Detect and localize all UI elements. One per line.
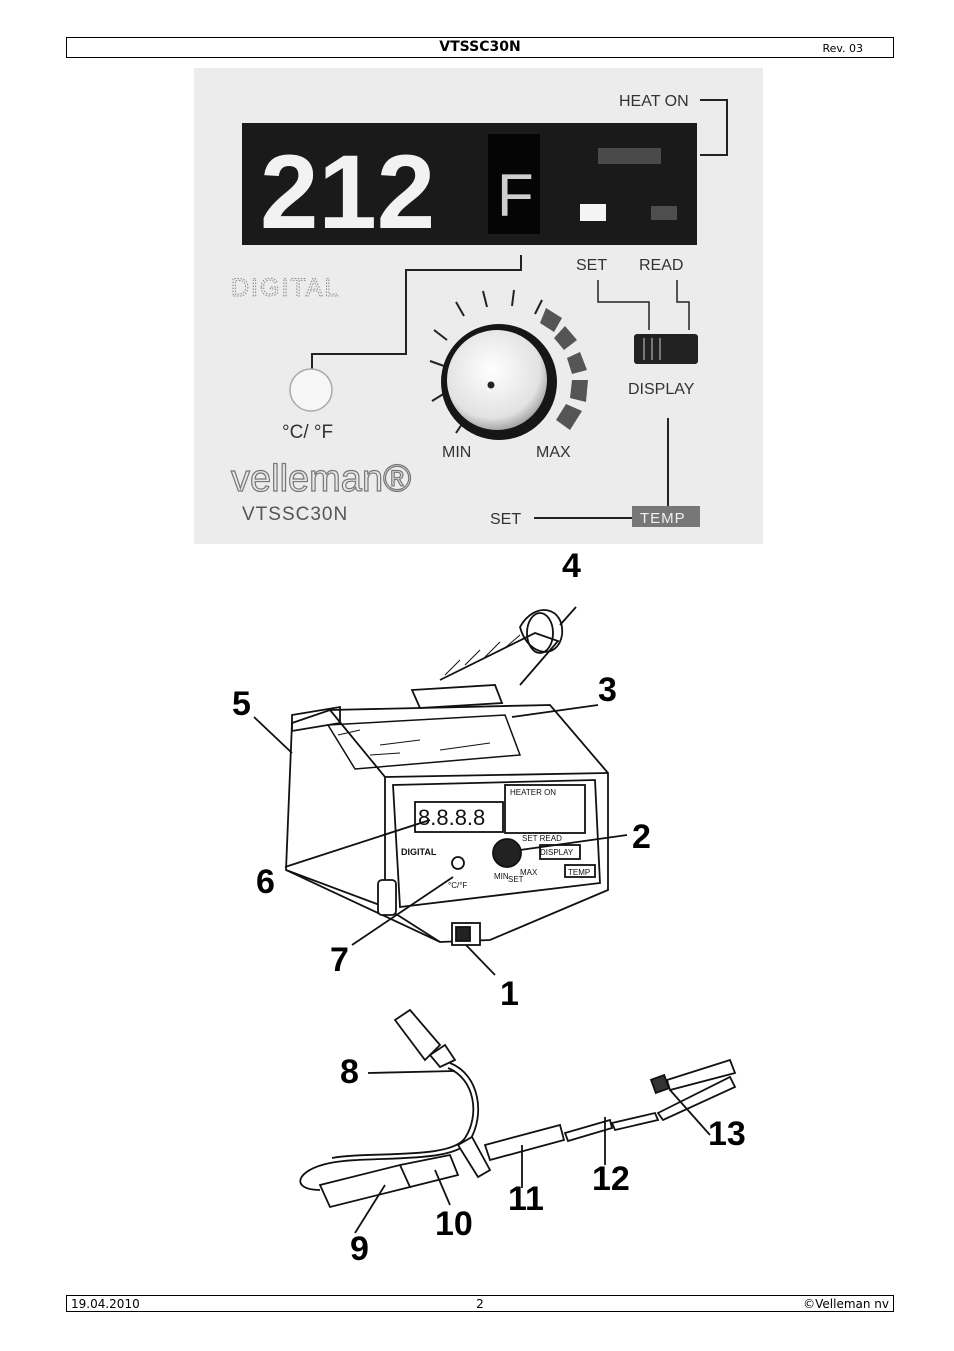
callout-12: 12: [592, 1160, 630, 1198]
temp-label: TEMP: [640, 510, 686, 527]
callout-1: 1: [500, 975, 519, 1010]
station-temp-label: TEMP: [568, 868, 590, 877]
copyright: ©Velleman nv: [803, 1297, 889, 1311]
station-digital-label: DIGITAL: [401, 847, 437, 857]
unit-toggle-label: °C/ °F: [282, 422, 333, 443]
page-footer: 19.04.2010 2 ©Velleman nv: [66, 1295, 894, 1312]
callout-7: 7: [330, 941, 349, 979]
set-read-label: SET READ: [522, 834, 562, 843]
callout-6: 6: [256, 863, 275, 901]
iron-diagram: 8 9 10 11 12 13: [260, 1005, 800, 1268]
station-set-label: SET: [508, 875, 524, 884]
brand-logo: velleman®: [231, 458, 411, 500]
read-label: READ: [639, 257, 683, 274]
set-label: SET: [576, 257, 607, 274]
min-label: MIN: [442, 444, 471, 461]
control-panel-photo: 212 F HEAT ON SET READ DISPLAY DIGITAL °…: [194, 68, 763, 544]
callout-10: 10: [435, 1205, 473, 1243]
revision-label: Rev. 03: [822, 42, 863, 55]
heater-on-label: HEATER ON: [510, 788, 556, 797]
knob-heat-bars: [540, 308, 588, 430]
page-number: 2: [476, 1297, 484, 1311]
display-label: DISPLAY: [628, 381, 695, 398]
callout-13: 13: [708, 1115, 746, 1153]
callout-4: 4: [562, 547, 581, 585]
unit-label: °C/°F: [448, 881, 467, 890]
callout-3: 3: [598, 671, 617, 709]
svg-text:8.8.8.8: 8.8.8.8: [418, 805, 485, 830]
read-indicator: [651, 206, 677, 220]
callout-11: 11: [508, 1180, 544, 1218]
display-switch[interactable]: [634, 334, 698, 364]
digital-label: DIGITAL: [231, 274, 340, 302]
set-temp-label: SET: [490, 511, 521, 528]
unit-toggle-button[interactable]: [289, 368, 333, 412]
lcd-display: [242, 123, 697, 245]
callout-5: 5: [232, 685, 251, 723]
display-unit: F: [497, 162, 534, 229]
set-indicator: [580, 204, 606, 221]
station-diagram: HEATER ON SET READ DISPLAY °C/°F MIN MAX…: [190, 545, 810, 1013]
callout-9: 9: [350, 1230, 369, 1265]
footer-date: 19.04.2010: [71, 1297, 140, 1311]
callout-8: 8: [340, 1053, 359, 1091]
heat-on-indicator: [598, 148, 661, 164]
heat-on-label: HEAT ON: [619, 93, 689, 110]
page-header: VTSSC30N Rev. 03: [66, 37, 894, 58]
model-label: VTSSC30N: [242, 504, 348, 525]
station-min-label: MIN: [494, 872, 509, 881]
temp-button[interactable]: [632, 506, 700, 527]
document-title: VTSSC30N: [439, 39, 521, 55]
station-max-label: MAX: [520, 868, 538, 877]
callout-2: 2: [632, 818, 651, 856]
station-display-label: DISPLAY: [540, 848, 574, 857]
display-digits: 212: [260, 134, 435, 251]
max-label: MAX: [536, 444, 571, 461]
